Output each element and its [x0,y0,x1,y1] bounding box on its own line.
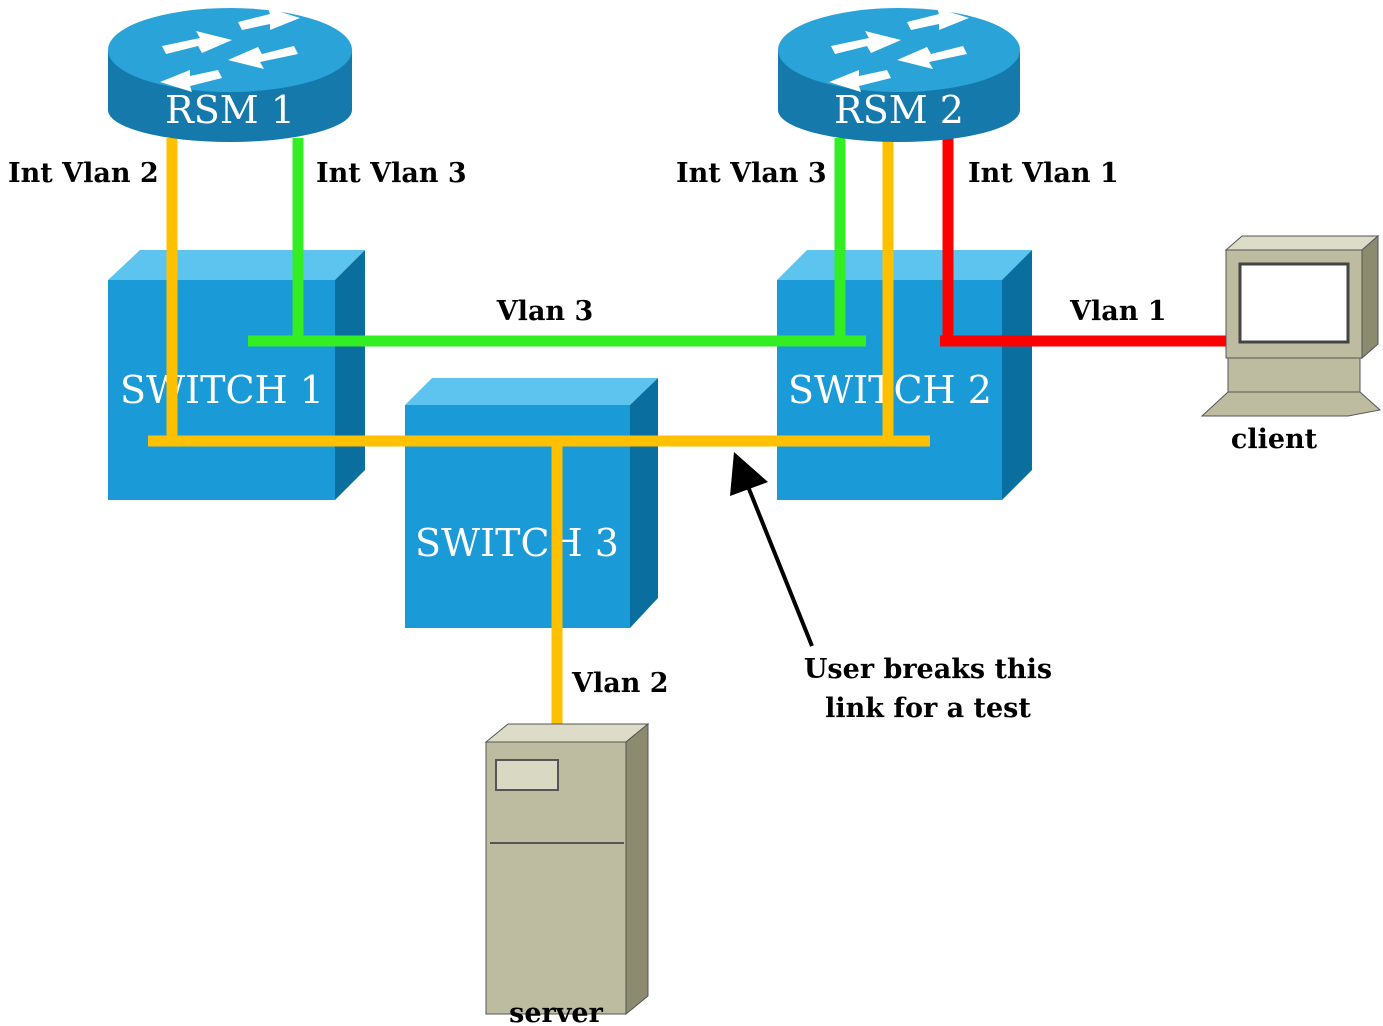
monitor-top [1224,235,1380,251]
switch-1-side [335,250,365,500]
vlan2-label: Vlan 2 [571,668,669,699]
router-rsm1-label: RSM 1 [165,88,295,132]
annotation-line-1: User breaks this [804,654,1052,685]
switch-1-label: SWITCH 1 [120,368,324,412]
router-rsm1-top [108,8,352,92]
rsm1-int-vlan2-label: Int Vlan 2 [8,158,159,189]
annotation-arrow-shaft [745,483,814,647]
switch-3-side [630,378,658,628]
router-rsm2-bottom [778,78,1020,142]
router-rsm2-top [778,8,1020,92]
link-labels: Int Vlan 2 Int Vlan 3 Int Vlan 3 Int Vla… [8,158,1167,699]
router-rsm1-bottom [108,78,352,142]
vlan3-links [248,138,866,347]
router-rsm2: RSM 2 [778,8,1020,142]
client-label: client [1231,424,1318,455]
server-label: server [509,998,603,1026]
rsm2-int-vlan3-label: Int Vlan 3 [676,158,827,189]
switch-2: SWITCH 2 [777,250,1032,500]
monitor-screen [1238,262,1350,344]
monitor-side [1361,234,1379,360]
router-icon [160,8,300,92]
rsm2-int-vlan1-label: Int Vlan 1 [968,158,1119,189]
vlan1-label: Vlan 1 [1069,296,1167,327]
vlan1-links [940,138,1226,347]
switch-3: SWITCH 3 [405,378,658,628]
server-drive-bay [495,759,559,791]
switch-2-side [1002,250,1032,500]
switch-3-label: SWITCH 3 [415,521,619,565]
router-rsm1: RSM 1 [108,8,352,142]
monitor-stand [1227,357,1361,393]
router-rsm2-label: RSM 2 [834,88,964,132]
keyboard [1200,391,1382,417]
switch-2-top [777,250,1032,280]
router-icon [829,8,969,92]
annotation-arrow-head [730,452,768,496]
break-annotation: User breaks this link for a test [730,452,1052,724]
vlan3-label: Vlan 3 [496,296,594,327]
switch-1: SWITCH 1 [108,250,365,500]
switch-3-top [405,378,658,405]
workstation-icon: client [1200,234,1382,455]
annotation-line-2: link for a test [825,693,1031,724]
vlan2-links [148,138,930,738]
rsm1-int-vlan3-label: Int Vlan 3 [316,158,467,189]
switch-1-top [108,250,365,280]
server-icon: server [484,722,650,1026]
server-top [484,723,650,743]
server-side [625,722,649,1016]
